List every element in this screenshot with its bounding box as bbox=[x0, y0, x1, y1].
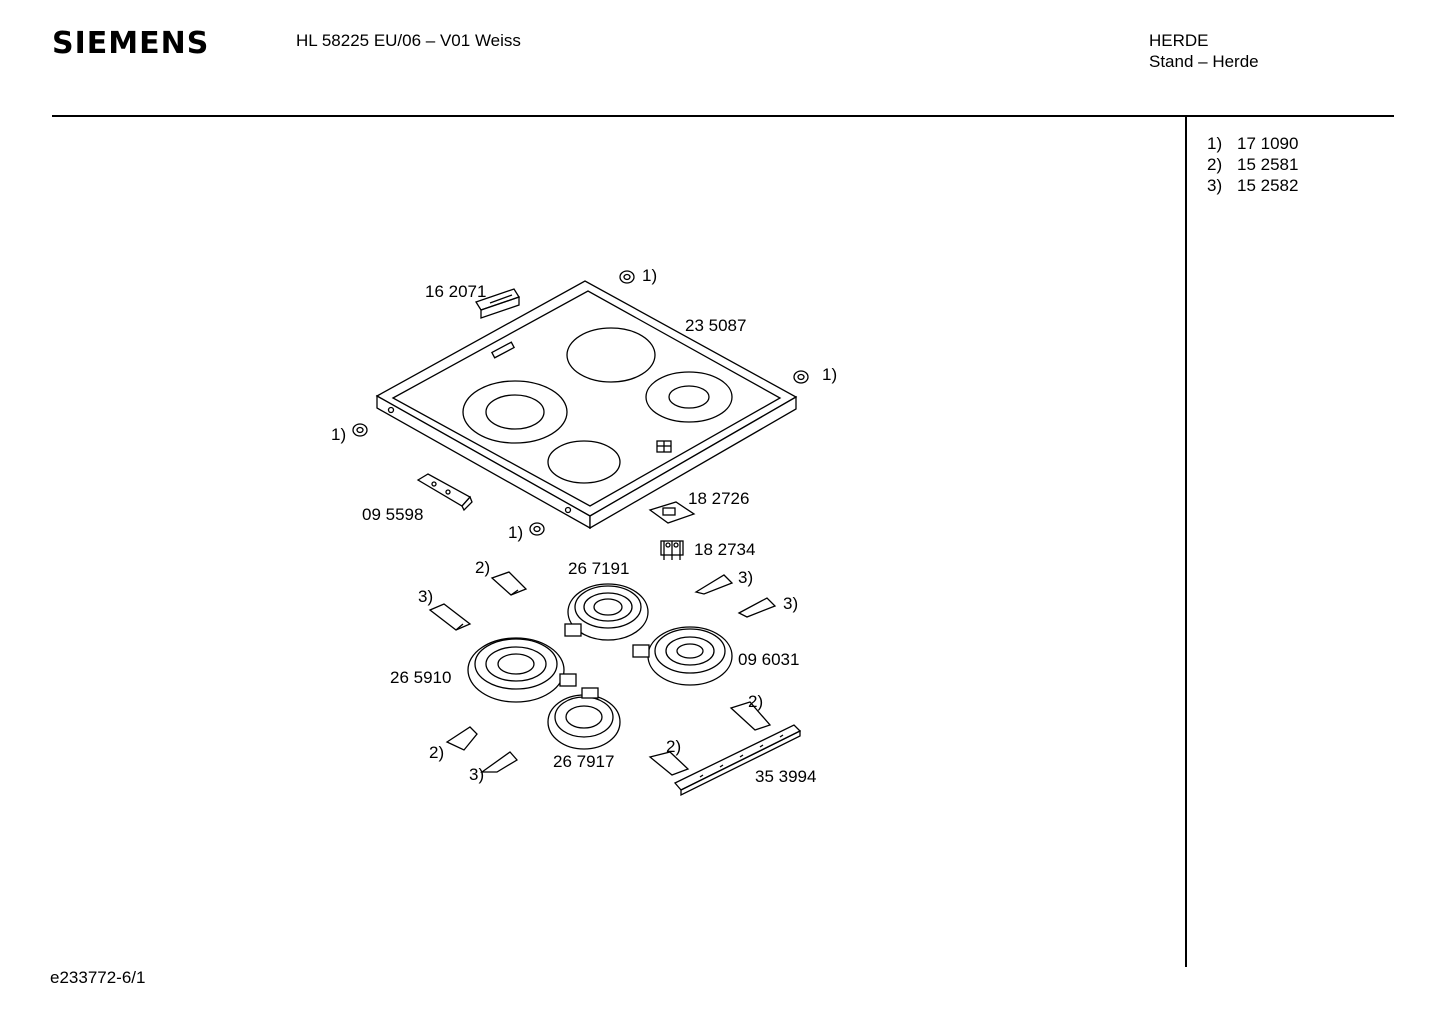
legend-key: 3) bbox=[1207, 176, 1223, 195]
part-label: 26 5910 bbox=[390, 668, 451, 687]
part-label: 09 5598 bbox=[362, 505, 423, 524]
legend-list: 1) 17 1090 2) 15 2581 3) 15 2582 bbox=[1207, 133, 1298, 196]
part-label: 09 6031 bbox=[738, 650, 799, 669]
legend-value: 15 2582 bbox=[1237, 176, 1299, 195]
temperature-limiter-part bbox=[660, 540, 684, 560]
ref-label: 1) bbox=[331, 425, 346, 444]
legend-key: 1) bbox=[1207, 134, 1223, 153]
part-label: 35 3994 bbox=[755, 767, 816, 786]
ref-label: 3) bbox=[418, 587, 433, 606]
clip-part bbox=[490, 571, 528, 596]
part-label: 26 7917 bbox=[553, 752, 614, 771]
clip-part bbox=[479, 751, 519, 773]
control-symbol-icon bbox=[656, 440, 672, 453]
clip-part bbox=[445, 726, 478, 751]
knob-icon bbox=[352, 423, 368, 437]
subcategory-title: Stand – Herde bbox=[1149, 52, 1259, 71]
part-label: 26 7191 bbox=[568, 559, 629, 578]
knob-icon bbox=[793, 370, 809, 384]
part-label: 18 2734 bbox=[694, 540, 755, 559]
clip-part bbox=[737, 597, 777, 618]
ref-label: 1) bbox=[508, 523, 523, 542]
clip-part bbox=[729, 701, 772, 731]
part-label: 18 2726 bbox=[688, 489, 749, 508]
heating-element-part bbox=[547, 687, 621, 750]
legend-item: 3) 15 2582 bbox=[1207, 175, 1298, 196]
ref-label: 2) bbox=[475, 558, 490, 577]
mounting-rail-part bbox=[673, 724, 802, 797]
knob-icon bbox=[529, 522, 545, 536]
clip-part bbox=[694, 574, 734, 595]
legend-item: 2) 15 2581 bbox=[1207, 154, 1298, 175]
category-title: HERDE bbox=[1149, 31, 1209, 50]
heating-element-part bbox=[632, 626, 733, 686]
legend-key: 2) bbox=[1207, 155, 1223, 174]
sensor-holder-part bbox=[648, 501, 696, 524]
clip-part bbox=[648, 751, 690, 776]
legend-item: 1) 17 1090 bbox=[1207, 133, 1298, 154]
header-divider bbox=[52, 115, 1394, 117]
connector-block-part bbox=[475, 288, 520, 319]
ref-label: 2) bbox=[748, 692, 763, 711]
ref-label: 2) bbox=[666, 737, 681, 756]
legend-divider bbox=[1185, 117, 1187, 967]
ref-label: 1) bbox=[642, 266, 657, 285]
ref-label: 1) bbox=[822, 365, 837, 384]
ref-label: 3) bbox=[783, 594, 798, 613]
legend-value: 15 2581 bbox=[1237, 155, 1299, 174]
bracket-part bbox=[416, 473, 473, 512]
model-title: HL 58225 EU/06 – V01 Weiss bbox=[296, 31, 521, 50]
knob-icon bbox=[619, 270, 635, 284]
clip-part bbox=[428, 603, 472, 631]
ref-label: 3) bbox=[469, 765, 484, 784]
heating-element-part bbox=[564, 583, 649, 641]
part-label: 23 5087 bbox=[685, 316, 746, 335]
document-id: e233772-6/1 bbox=[50, 968, 146, 987]
heating-element-part bbox=[467, 637, 577, 703]
ref-label: 3) bbox=[738, 568, 753, 587]
ref-label: 2) bbox=[429, 743, 444, 762]
brand-logo: SIEMENS bbox=[52, 26, 210, 61]
cooktop-glass-panel bbox=[375, 280, 798, 530]
part-label: 16 2071 bbox=[425, 282, 486, 301]
legend-value: 17 1090 bbox=[1237, 134, 1299, 153]
